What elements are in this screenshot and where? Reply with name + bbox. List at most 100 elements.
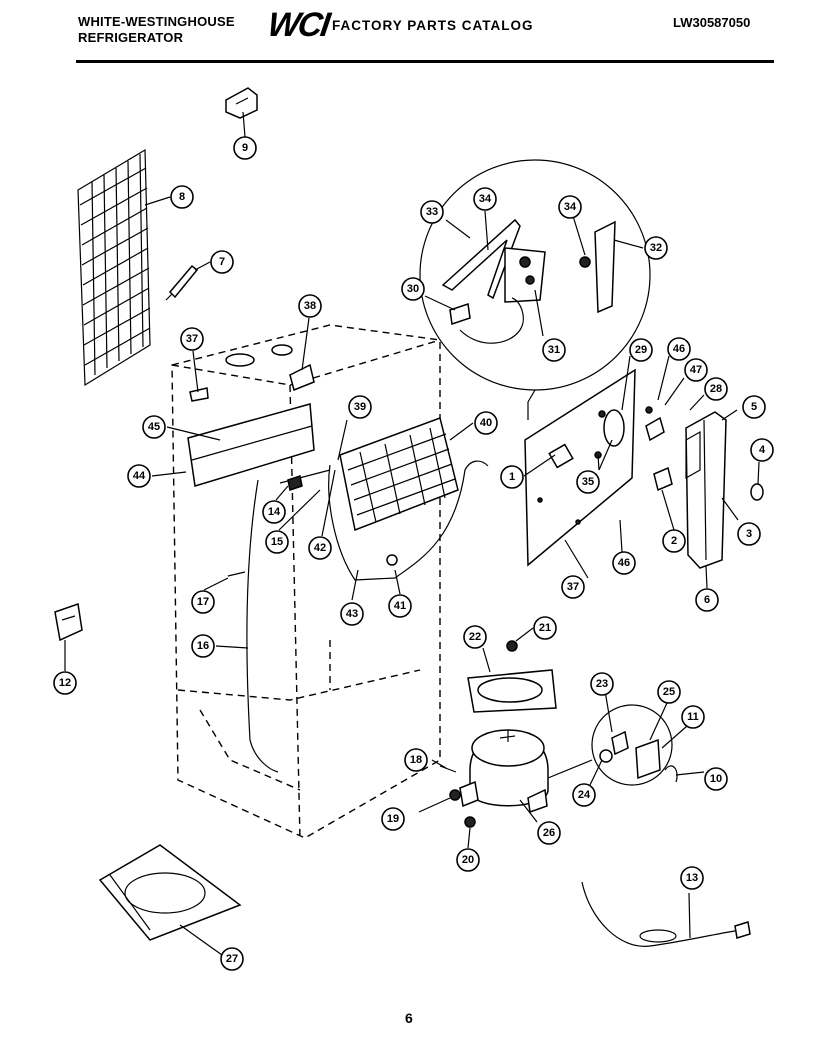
callout-10: 10: [704, 767, 728, 791]
callout-29: 29: [629, 338, 653, 362]
condenser-coil: [339, 417, 459, 532]
svg-text:42: 42: [314, 542, 326, 554]
brand-line-1: WHITE-WESTINGHOUSE: [78, 14, 235, 29]
header-rule: [76, 60, 774, 63]
callout-46-top: 46: [667, 337, 691, 361]
svg-text:6: 6: [704, 594, 710, 606]
callout-21: 21: [533, 616, 557, 640]
page-number: 6: [405, 1010, 413, 1026]
callout-32: 32: [644, 236, 668, 260]
top-brackets: [189, 344, 315, 402]
callout-46-bottom: 46: [612, 551, 636, 575]
callout-16: 16: [191, 634, 215, 658]
svg-text:43: 43: [346, 608, 358, 620]
svg-text:25: 25: [663, 686, 675, 698]
callout-11: 11: [681, 705, 705, 729]
evaporator-coil: [77, 148, 151, 387]
callout-26: 26: [537, 821, 561, 845]
clip-fasteners: [227, 475, 398, 577]
callout-38: 38: [298, 294, 322, 318]
svg-text:41: 41: [394, 600, 406, 612]
callout-13: 13: [680, 866, 704, 890]
control-knob: [645, 406, 665, 442]
hinge-bracket: [225, 87, 258, 119]
callout-30: 30: [401, 277, 425, 301]
brand-line-2: REFRIGERATOR: [78, 30, 184, 45]
callout-5: 5: [742, 395, 766, 419]
callout-24: 24: [572, 783, 596, 807]
mounting-bracket: [187, 403, 315, 487]
svg-text:3: 3: [746, 528, 752, 540]
svg-text:33: 33: [426, 206, 438, 218]
callout-47: 47: [684, 358, 708, 382]
svg-text:34: 34: [564, 201, 577, 213]
svg-text:20: 20: [462, 854, 474, 866]
svg-text:30: 30: [407, 283, 419, 295]
svg-text:35: 35: [582, 476, 594, 488]
svg-text:34: 34: [479, 193, 492, 205]
svg-text:26: 26: [543, 827, 555, 839]
svg-text:16: 16: [197, 640, 209, 652]
callout-23: 23: [590, 672, 614, 696]
callout-4: 4: [750, 438, 774, 462]
sensor-probe: [165, 264, 199, 301]
svg-text:32: 32: [650, 242, 662, 254]
svg-text:21: 21: [539, 622, 551, 634]
svg-text:38: 38: [304, 300, 316, 312]
brand-block: WHITE-WESTINGHOUSE REFRIGERATOR: [78, 14, 235, 46]
callout-15: 15: [265, 530, 289, 554]
compressor-cover: [467, 640, 557, 713]
control-panel: [524, 368, 636, 567]
svg-text:11: 11: [687, 711, 699, 723]
svg-text:23: 23: [596, 678, 608, 690]
callout-34-right: 34: [558, 195, 582, 219]
svg-text:37: 37: [567, 581, 579, 593]
svg-text:10: 10: [710, 773, 722, 785]
catalog-title: FACTORY PARTS CATALOG: [332, 18, 534, 33]
callout-34-left: 34: [473, 187, 497, 211]
callout-41: 41: [388, 594, 412, 618]
callout-35: 35: [576, 470, 600, 494]
svg-text:15: 15: [271, 536, 283, 548]
model-number: LW30587050: [673, 15, 751, 30]
callout-7: 7: [210, 250, 234, 274]
svg-text:37: 37: [186, 333, 198, 345]
svg-text:9: 9: [242, 142, 248, 154]
light-socket: [54, 602, 83, 642]
callout-40: 40: [474, 411, 498, 435]
callout-8: 8: [170, 185, 194, 209]
callout-17: 17: [191, 590, 215, 614]
callout-2: 2: [662, 529, 686, 553]
air-duct: [685, 411, 727, 569]
callout-22: 22: [463, 625, 487, 649]
callout-6: 6: [695, 588, 719, 612]
svg-text:39: 39: [354, 401, 366, 413]
callout-45: 45: [142, 415, 166, 439]
callout-18: 18: [404, 748, 428, 772]
svg-text:1: 1: [509, 471, 515, 483]
callout-1: 1: [500, 465, 524, 489]
svg-text:18: 18: [410, 754, 422, 766]
relay-overload-detail: [547, 704, 678, 786]
callout-27: 27: [220, 947, 244, 971]
svg-text:22: 22: [469, 631, 481, 643]
callout-19: 19: [381, 807, 405, 831]
callout-44: 44: [127, 464, 151, 488]
svg-text:45: 45: [148, 421, 160, 433]
svg-text:31: 31: [548, 344, 560, 356]
light-bulb: [750, 483, 764, 501]
callout-25: 25: [657, 680, 681, 704]
leader-lines: [64, 111, 760, 956]
detail-circle-thermostat: [419, 159, 651, 420]
svg-text:19: 19: [387, 813, 399, 825]
callout-42: 42: [308, 536, 332, 560]
svg-text:28: 28: [710, 383, 722, 395]
svg-text:27: 27: [226, 953, 238, 965]
svg-text:29: 29: [635, 344, 647, 356]
callout-37-panel: 37: [561, 575, 585, 599]
compressor: [459, 729, 549, 814]
drain-pan: [98, 844, 242, 941]
svg-text:13: 13: [686, 872, 698, 884]
svg-text:12: 12: [59, 677, 71, 689]
